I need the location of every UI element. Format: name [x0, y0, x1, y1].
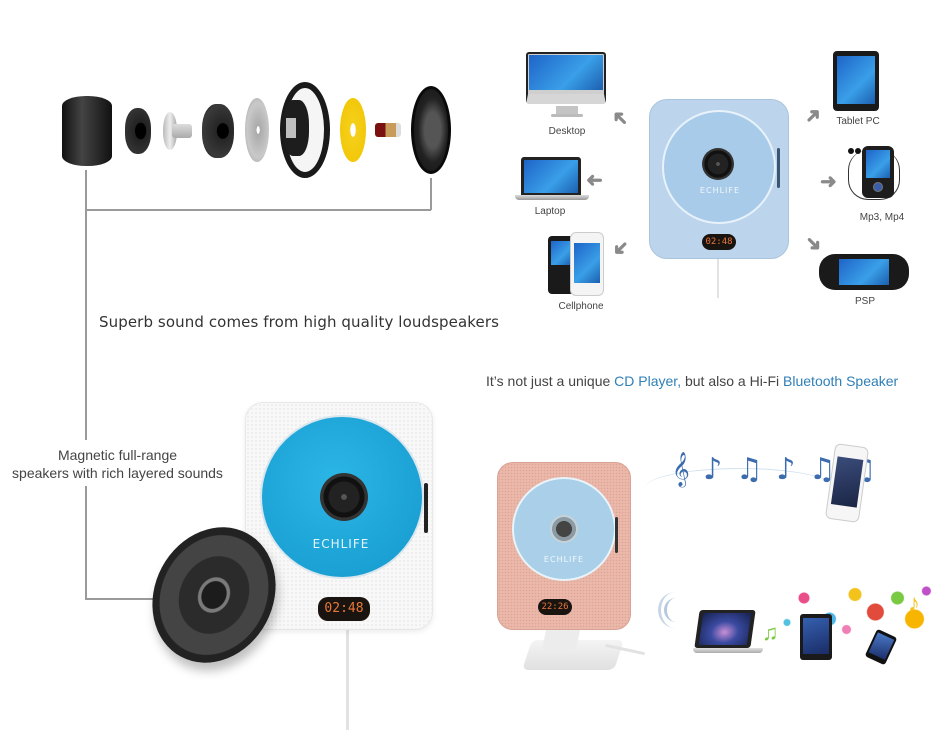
device-label-psp: PSP — [854, 296, 875, 307]
power-cord — [346, 630, 349, 730]
pink-cd-player: ECHLIFE 22:26 — [497, 462, 631, 630]
tagline-cd-player: CD Player, — [614, 373, 682, 389]
macbook-screen — [698, 613, 752, 645]
speakers-headline: Superb sound comes from high quality lou… — [99, 313, 499, 331]
caption-line-2: speakers with rich layered sounds — [12, 465, 223, 481]
mp3-mp4-device — [848, 138, 904, 204]
signal-arc-2 — [658, 592, 692, 628]
blue-cd-player: ECHLIFE 02:48 — [649, 99, 789, 259]
caption-line-1: Magnetic full-range — [57, 447, 178, 463]
laptop-device — [515, 157, 589, 203]
green-note-icon: ♫ — [762, 620, 779, 645]
device-label-mp3: Mp3, Mp4 — [859, 212, 905, 223]
laptop-screen — [524, 160, 578, 193]
feature-phone-screen — [551, 241, 571, 265]
basket-label — [286, 118, 296, 138]
arrow-to-desktop-icon: ➜ — [606, 104, 635, 132]
macbook-device — [693, 610, 765, 660]
desktop-device — [526, 52, 608, 122]
bracket-left-vertical — [85, 170, 87, 600]
device-label-laptop: Laptop — [534, 206, 566, 217]
pole-piece-stem — [172, 124, 192, 138]
color-dots-decoration — [770, 570, 940, 640]
pink-player-hub — [550, 515, 578, 543]
pink-player-display: 22:26 — [538, 599, 572, 615]
pink-player-brand: ECHLIFE — [543, 555, 585, 564]
pole-piece-part — [163, 112, 177, 150]
tablet-device — [833, 51, 879, 111]
voice-coil-part — [375, 123, 401, 137]
player-screen — [866, 150, 890, 178]
device-label-cellphone: Cellphone — [558, 301, 604, 312]
disc-slot — [424, 483, 428, 533]
top-plate-part — [245, 98, 269, 162]
device-label-tablet: Tablet PC — [836, 116, 880, 127]
iphone-screen — [830, 456, 864, 508]
bluetooth-signal-icon — [652, 590, 686, 630]
desktop-base — [551, 114, 583, 117]
earbud-right — [855, 148, 861, 154]
tagline-bluetooth-speaker: Bluetooth Speaker — [783, 373, 899, 389]
psp-screen — [839, 259, 889, 285]
arrow-to-cellphone-icon: ➜ — [606, 234, 635, 262]
tagline-prefix: It’s not just a unique — [486, 373, 615, 389]
arrow-to-mp3-icon: ➜ — [820, 171, 837, 193]
tagline-middle: but also a Hi-Fi — [681, 373, 784, 389]
spider-part — [340, 98, 366, 162]
arrow-to-laptop-icon: ➜ — [586, 169, 603, 191]
small-ring-magnet-part — [125, 108, 151, 154]
device-label-desktop: Desktop — [548, 126, 586, 137]
desktop-screen — [529, 55, 603, 90]
yellow-note-icon: ♪ — [908, 590, 920, 617]
bracket-bottom-horizontal — [85, 598, 155, 600]
earphone-wire — [848, 150, 900, 200]
magnetic-speaker-caption: Magnetic full-range speakers with rich l… — [10, 446, 225, 482]
bracket-horizontal — [85, 209, 431, 211]
caption-background — [10, 440, 225, 486]
blue-player-slot — [777, 148, 780, 188]
bracket-right-vertical — [430, 178, 432, 210]
tablet-screen — [837, 56, 875, 104]
ipad-screen — [803, 618, 829, 654]
led-display: 02:48 — [318, 597, 370, 621]
blue-player-hub — [702, 148, 734, 180]
laptop-base — [515, 195, 589, 200]
disc-hub — [320, 473, 368, 521]
brand-logo: ECHLIFE — [312, 537, 370, 551]
outer-cup-part — [62, 96, 112, 166]
psp-device — [819, 254, 909, 290]
pink-player-slot — [615, 517, 618, 553]
cone-part — [411, 86, 451, 174]
ipad-device — [800, 614, 832, 660]
arrow-to-psp-icon: ➜ — [799, 230, 828, 258]
small-phone-screen — [868, 632, 895, 660]
blue-player-display: 02:48 — [702, 234, 736, 250]
tagline: It’s not just a unique CD Player, but al… — [486, 373, 898, 389]
player-wheel — [873, 182, 883, 192]
blue-player-cord — [717, 258, 719, 298]
blue-player-brand: ECHLIFE — [699, 186, 741, 195]
macbook-base — [693, 648, 763, 653]
ring-magnet-part — [202, 104, 234, 158]
music-wave-lines — [645, 468, 835, 508]
cellphone-device — [548, 232, 608, 298]
earbud-left — [848, 148, 854, 154]
smartphone-screen — [574, 243, 600, 283]
desktop-stand — [556, 106, 578, 114]
arrow-to-tablet-icon: ➜ — [799, 102, 828, 130]
white-cd-player: ECHLIFE 02:48 — [245, 402, 433, 630]
